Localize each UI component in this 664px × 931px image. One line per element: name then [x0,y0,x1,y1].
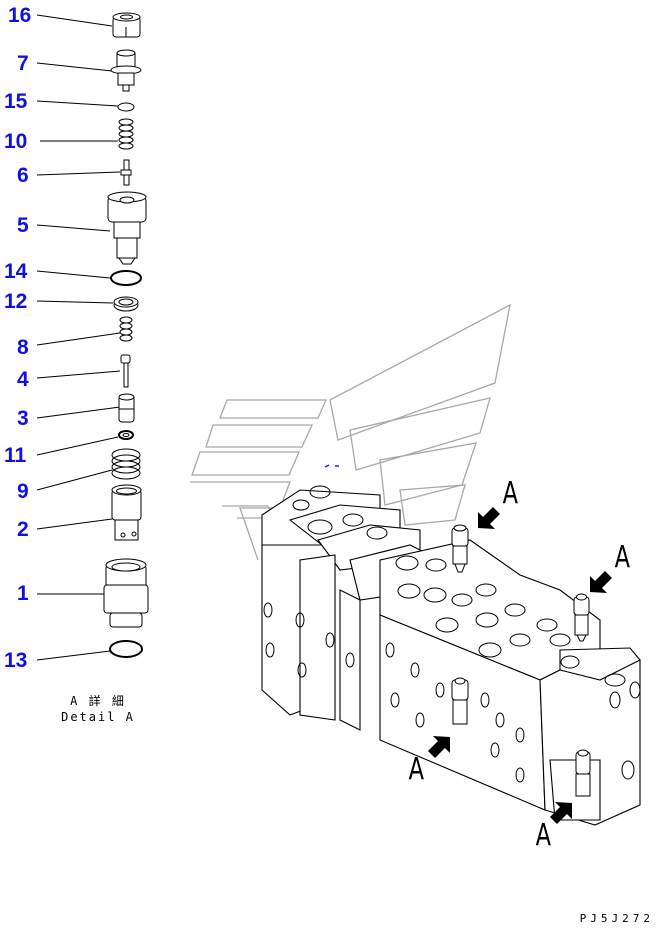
view-arrows [428,507,612,824]
part-cap-nut [112,12,141,38]
part-o-ring-15 [117,102,135,112]
part-backup-ring-12 [113,296,139,312]
part-o-ring-14 [110,270,142,286]
view-label-a: A [535,818,551,853]
part-sleeve-3 [118,393,135,423]
part-housing-1 [103,558,149,628]
callout-1: 1 [17,582,29,605]
relief-valve [573,593,590,642]
detail-caption-english: Detail A [61,710,135,724]
part-plug [110,49,142,92]
part-poppet-6 [120,159,132,186]
callout-5: 5 [17,214,29,237]
part-poppet-2 [111,484,142,541]
valve-ports [263,485,641,783]
callout-2: 2 [17,518,29,541]
callout-3: 3 [17,407,29,430]
callout-11: 11 [4,444,27,467]
arrow-icon [428,736,450,758]
view-label-a: A [408,752,424,787]
relief-valves [451,524,591,797]
callout-7: 7 [17,52,29,75]
arrow-icon [590,571,612,593]
callout-13: 13 [4,649,28,672]
part-piston-4 [120,354,131,388]
part-spring-8 [119,316,133,342]
leader-lines [36,14,121,661]
part-body-5 [107,191,147,265]
callout-4: 4 [17,368,29,391]
arrow-icon [478,507,500,529]
part-spring-10 [118,118,134,150]
arrow-icon [550,802,572,824]
part-ring-11 [118,430,134,440]
blue-mark [324,464,339,468]
detail-caption-japanese: A 詳 細 [70,694,126,708]
callout-6: 6 [17,164,29,187]
callout-8: 8 [17,336,29,359]
callout-9: 9 [17,480,29,503]
view-label-a: A [614,540,630,575]
callout-16: 16 [8,4,32,27]
relief-valve [575,749,591,797]
relief-valve [451,524,469,573]
callout-12: 12 [4,290,28,313]
view-label-a: A [502,476,518,511]
callout-10: 10 [4,130,28,153]
figure-code: PJ5J272 [579,912,654,925]
callout-15: 15 [4,90,28,113]
part-o-ring-13 [109,640,143,658]
parts-column [103,12,149,658]
control-valve-assembly [261,489,641,826]
part-spring-9 [111,448,141,480]
relief-valve [451,677,469,725]
callout-14: 14 [4,260,28,283]
